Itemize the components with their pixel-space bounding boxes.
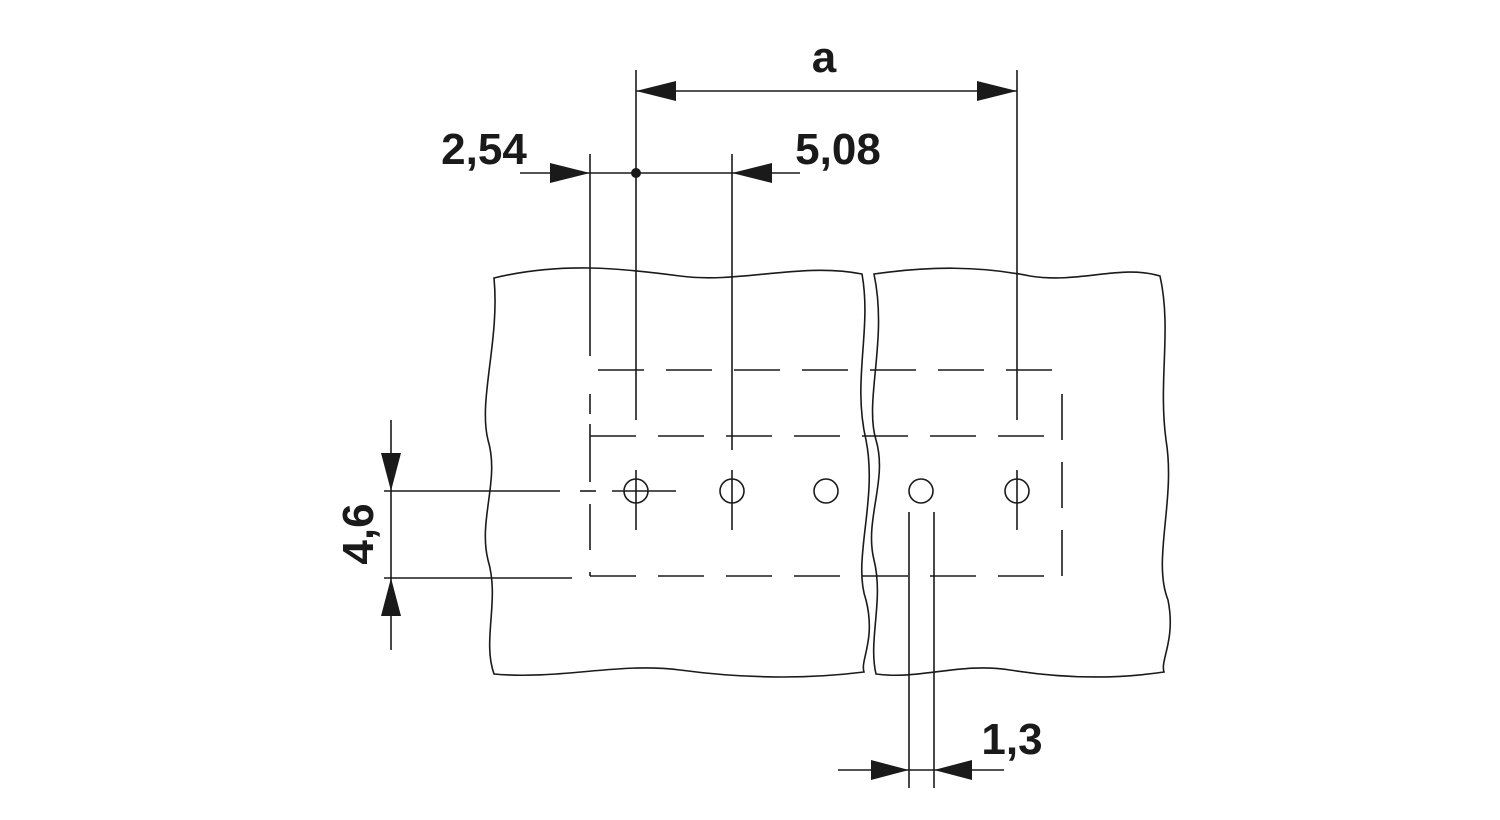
extension-lines bbox=[384, 70, 1018, 788]
dimension-offset-and-pitch: 2,54 5,08 bbox=[441, 125, 881, 183]
dimension-label-pitch: 5,08 bbox=[795, 125, 881, 174]
pin-hole bbox=[908, 478, 934, 504]
dimension-label-hole-diameter: 1,3 bbox=[981, 715, 1042, 764]
pcb-board-right-segment bbox=[870, 267, 1172, 678]
pcb-board-left-segment bbox=[484, 267, 871, 678]
dimension-label-offset: 2,54 bbox=[441, 125, 527, 174]
pin-hole bbox=[813, 478, 839, 504]
connector-footprint-outline bbox=[589, 369, 1063, 577]
dimension-label-row-distance: 4,6 bbox=[334, 503, 383, 564]
dimension-label-a: a bbox=[812, 33, 837, 82]
dimension-hole-diameter: 1,3 bbox=[838, 715, 1043, 780]
dimension-overall-a: a bbox=[636, 33, 1017, 101]
dimension-row-distance: 4,6 bbox=[334, 420, 401, 650]
